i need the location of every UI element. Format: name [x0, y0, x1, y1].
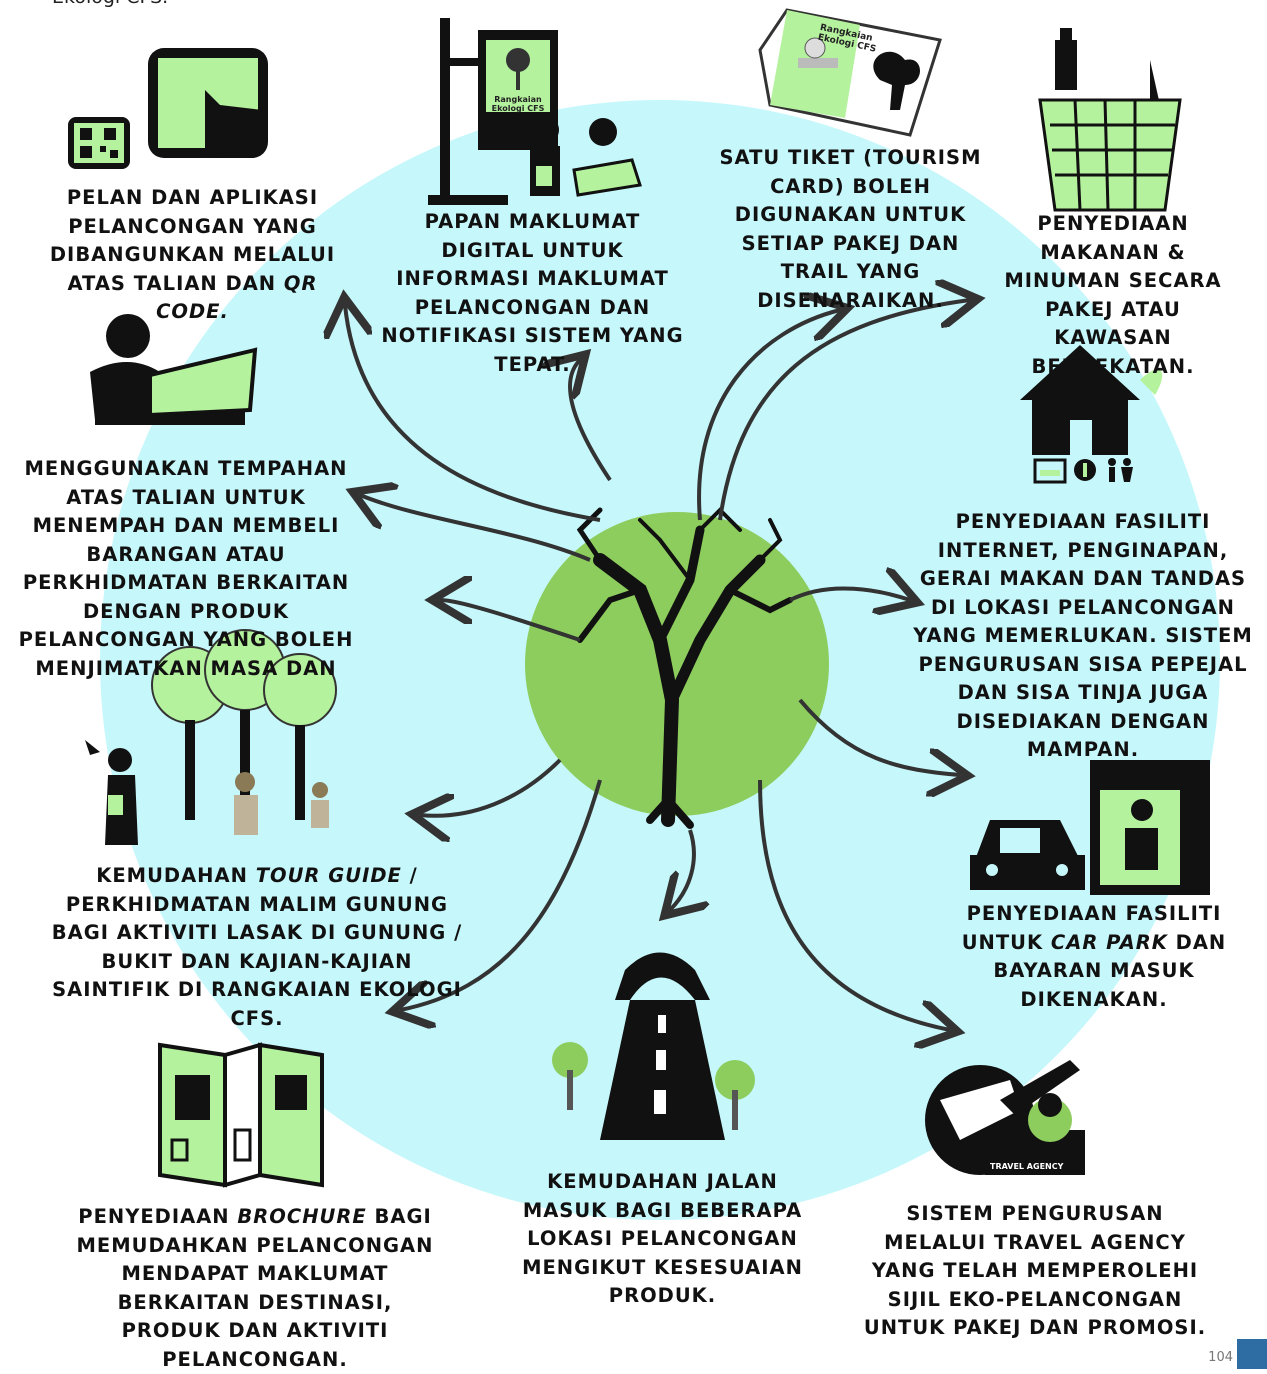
center-circle	[525, 512, 829, 816]
arrow-tiket	[697, 310, 840, 521]
caption-carpark-italic: car park	[1050, 930, 1168, 954]
arrow-makanan	[718, 300, 970, 521]
car-park-icon	[970, 760, 1210, 895]
caption-papan: Papan maklumat digital untuk informasi m…	[381, 210, 684, 376]
food-basket-icon	[1038, 28, 1182, 212]
agency-label: TRAVEL AGENCY	[990, 1162, 1064, 1171]
caption-jalan: Kemudahan jalan masuk bagi beberapa loka…	[522, 1170, 803, 1307]
caption-tempahan: Menggunakan tempahan atas talian untuk m…	[18, 457, 354, 680]
arrow-jalan	[670, 829, 694, 910]
qr-phone-icon	[68, 48, 268, 169]
caption-travel: Sistem pengurusan melalui travel agency …	[863, 1202, 1207, 1339]
arrow-travel	[758, 779, 950, 1030]
caption-guide-italic: tour guide	[255, 864, 402, 887]
arrow-fasiliti	[789, 588, 910, 600]
arrows	[345, 300, 970, 1030]
caption-makanan: Penyediaan makanan & minuman secara pake…	[1004, 212, 1222, 378]
caption-fasiliti: Penyediaan fasiliti internet, penginapan…	[913, 510, 1253, 761]
caption-tiket: Satu tiket (Tourism Card) boleh digunaka…	[719, 146, 982, 312]
caption-brochure: Penyediaan brochure bagi memudahkan pela…	[76, 1205, 434, 1371]
digital-sign-icon	[428, 18, 642, 205]
bare-tree-icon	[576, 507, 793, 829]
facility-house-icon	[1020, 345, 1163, 484]
brochure-icon	[158, 1042, 324, 1188]
page-number-box	[1237, 1339, 1267, 1369]
arrow-tempahan	[360, 495, 591, 562]
travel-agency-icon	[925, 1060, 1085, 1175]
arrow-qr	[345, 305, 601, 522]
arrow-brochure	[400, 779, 602, 1010]
tourism-card-icon	[758, 8, 942, 137]
arrow-carpark	[798, 698, 960, 775]
road-icon	[552, 952, 755, 1140]
sign-label: Rangkaian Ekologi CFS	[491, 95, 545, 113]
caption-qr-italic: QR code.	[156, 271, 318, 324]
caption-guide: Kemudahan tour guide / perkhidmatan mali…	[51, 864, 463, 1030]
top-fragment: Ekologi CFS.	[52, 0, 168, 8]
page-number: 104	[1208, 1350, 1233, 1365]
arrow-papan	[570, 360, 612, 482]
tour-guide-icon	[85, 629, 337, 845]
caption-brochure-italic: brochure	[237, 1205, 367, 1228]
laptop-user-icon	[90, 314, 258, 425]
caption-qr: Pelan dan aplikasi pelancongan yang diba…	[49, 186, 336, 324]
arrow-guide	[440, 600, 581, 642]
arrow-left-low	[420, 758, 562, 816]
caption-carpark: Penyediaan fasiliti untuk car park dan b…	[961, 902, 1227, 1011]
